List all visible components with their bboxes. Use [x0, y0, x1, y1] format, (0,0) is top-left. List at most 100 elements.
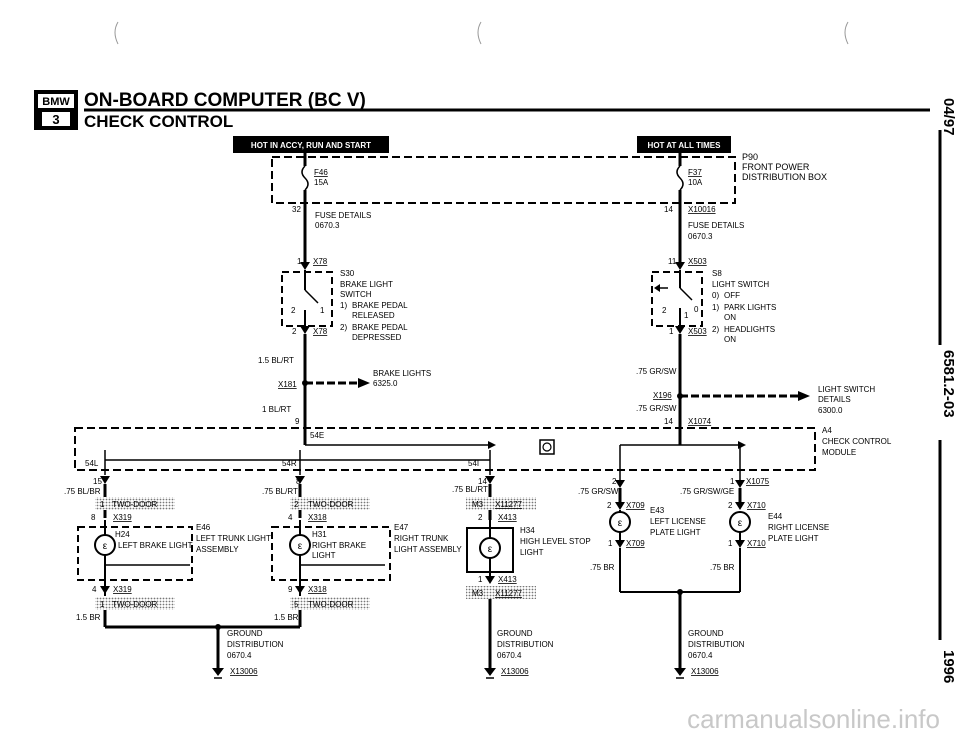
conn-x318-bottom: X318	[308, 585, 327, 594]
brake-lights-label: BRAKE LIGHTS	[373, 369, 431, 378]
banner-left	[233, 136, 389, 153]
two-door-tag	[95, 497, 175, 510]
e43-desc-2: PLATE LIGHT	[650, 528, 701, 537]
ground1-ref: 0670.4	[227, 651, 252, 660]
ground2-ref: 0670.4	[497, 651, 522, 660]
pin-two-door-1: 1	[100, 500, 105, 509]
ls-details-2: DETAILS	[818, 395, 851, 404]
s30-line2: SWITCH	[340, 290, 372, 299]
pin-x709-2: 2	[607, 501, 612, 510]
bmw-logo: BMW 3	[34, 90, 78, 130]
pin-x413-1: 1	[478, 575, 483, 584]
ground3-line2: DISTRIBUTION	[688, 640, 745, 649]
h31-label: H31	[312, 530, 327, 539]
s8-opt0a: OFF	[724, 291, 740, 300]
conn-x10016: X10016	[688, 205, 716, 214]
fuse-details-right-ref: 0670.3	[688, 232, 713, 241]
ground3-line1: GROUND	[688, 629, 724, 638]
fuse-details-right: FUSE DETAILS	[688, 221, 744, 230]
banner-right	[637, 136, 731, 153]
two-door-label: TWO-DOOR	[112, 500, 158, 509]
ground2-line2: DISTRIBUTION	[497, 640, 554, 649]
s8-line1: LIGHT SWITCH	[712, 280, 769, 289]
wire-1-5-br-b: 1.5 BR	[274, 613, 299, 622]
wire-75-gr-sw-c: .75 GR/SW	[578, 487, 619, 496]
s30-pos-1: 1	[320, 306, 325, 315]
ground2-line1: GROUND	[497, 629, 533, 638]
two-door-label: TWO-DOOR	[112, 600, 158, 609]
banner-left-text: HOT IN ACCY, RUN AND START	[251, 141, 371, 150]
pin-x319-4: 4	[92, 585, 97, 594]
e47-label: E47	[394, 523, 409, 532]
p90-line1: FRONT POWER	[742, 162, 810, 172]
conn-x503-top: X503	[688, 257, 707, 266]
two-door-label: TWO-DOOR	[308, 600, 354, 609]
svg-text:ε: ε	[618, 518, 623, 529]
h24-desc: LEFT BRAKE LIGHT	[118, 541, 193, 550]
s8-opt2a: HEADLIGHTS	[724, 325, 775, 334]
conn-x319-top: X319	[113, 513, 132, 522]
pin-x709-1: 1	[608, 539, 613, 548]
pin-two-door-2: 2	[294, 500, 299, 509]
fuse-f46-amp: 15A	[314, 178, 329, 187]
s30-label: S30	[340, 269, 355, 278]
a4-label: A4	[822, 426, 832, 435]
s30-opt2a: BRAKE PEDAL	[352, 323, 408, 332]
a4-line2: MODULE	[822, 448, 856, 457]
pin-x318-9: 9	[288, 585, 293, 594]
conn-x710-bottom: X710	[747, 539, 766, 548]
s8-opt2: 2)	[712, 325, 719, 334]
ground1-line1: GROUND	[227, 629, 263, 638]
ls-details-ref: 6300.0	[818, 406, 843, 415]
pin-15: 15	[93, 477, 102, 486]
p90-line2: DISTRIBUTION BOX	[742, 172, 827, 182]
wire-1-5-br-a: 1.5 BR	[76, 613, 101, 622]
pin-8-b: 8	[91, 513, 96, 522]
h34-desc-2: LIGHT	[520, 548, 544, 557]
p90-label: P90	[742, 152, 758, 162]
wire-75-bl-rt-b: .75 BL/RT	[452, 485, 488, 494]
svg-text:ε: ε	[298, 541, 303, 552]
pin-x710-2: 2	[728, 501, 733, 510]
a4-pin-54i: 54I	[468, 459, 479, 468]
two-door-tag	[95, 597, 175, 610]
pin-x78-2: 2	[292, 327, 297, 336]
svg-text:ε: ε	[103, 541, 108, 552]
brake-lights-ref: 6325.0	[373, 379, 398, 388]
h31-desc-1: RIGHT BRAKE	[312, 541, 366, 550]
h31-desc-2: LIGHT	[312, 551, 336, 560]
pin-14-c: 14	[478, 477, 487, 486]
conn-x413-top: X413	[498, 513, 517, 522]
wire-75-br-a: .75 BR	[590, 563, 615, 572]
two-door-tag	[290, 497, 370, 510]
conn-x503-bottom: X503	[688, 327, 707, 336]
module-symbol-icon	[539, 439, 555, 455]
s8-opt0: 0)	[712, 291, 719, 300]
conn-x319-bottom: X319	[113, 585, 132, 594]
ground3-ref: 0670.4	[688, 651, 713, 660]
page-title: ON-BOARD COMPUTER (BC V)	[84, 90, 366, 111]
conn-x1074: X1074	[688, 417, 712, 426]
s8-opt2b: ON	[724, 335, 736, 344]
e44-desc-1: RIGHT LICENSE	[768, 523, 829, 532]
wire-1-5-bl-rt: 1.5 BL/RT	[258, 356, 294, 365]
side-year: 1996	[940, 650, 957, 683]
s30-opt1: 1)	[340, 301, 347, 310]
pin-two-door-bottom-1: 1	[100, 600, 105, 609]
wire-75-bl-rt-a: .75 BL/RT	[262, 487, 298, 496]
s8-opt1b: ON	[724, 313, 736, 322]
fuse-f46: F46	[314, 168, 328, 177]
fuse-details-left: FUSE DETAILS	[315, 211, 371, 220]
conn-x13006-a: X13006	[230, 667, 258, 676]
e46-desc-1: LEFT TRUNK LIGHT	[196, 534, 271, 543]
conn-x11277-top: X11277	[495, 500, 523, 509]
banner-right-text: HOT AT ALL TIMES	[648, 141, 722, 150]
ground-icon	[212, 668, 224, 679]
s30-opt1b: RELEASED	[352, 311, 395, 320]
a4-pin-54r: 54R	[282, 459, 297, 468]
a4-line1: CHECK CONTROL	[822, 437, 892, 446]
wire-75-gr-sw-ge: .75 GR/SW/GE	[680, 487, 734, 496]
side-page-number: 6581.2-03	[940, 350, 957, 418]
ground-icon	[674, 668, 686, 679]
side-date: 04/97	[940, 98, 957, 136]
